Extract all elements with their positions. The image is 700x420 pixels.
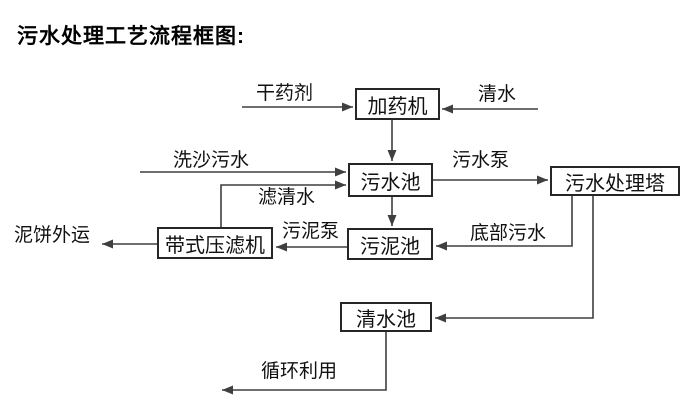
node-belt-filter-press: 带式压滤机 bbox=[157, 227, 273, 259]
flow-label-dry-chemical: 干药剂 bbox=[256, 83, 314, 104]
flow-label-sand-washing-sewage: 洗沙污水 bbox=[173, 150, 250, 171]
node-dosing-machine-label: 加药机 bbox=[367, 95, 428, 118]
arrow-recycling bbox=[222, 332, 387, 395]
arrow-bottom-sewage bbox=[436, 196, 573, 251]
node-dosing-machine: 加药机 bbox=[355, 88, 440, 120]
node-sewage-pool-label: 污水池 bbox=[360, 171, 421, 194]
flow-label-recycling: 循环利用 bbox=[261, 361, 338, 382]
node-belt-filter-press-label: 带式压滤机 bbox=[165, 234, 265, 257]
flow-label-mud-cake-outbound: 泥饼外运 bbox=[14, 225, 91, 246]
flow-label-bottom-sewage: 底部污水 bbox=[470, 223, 547, 244]
node-treatment-tower: 污水处理塔 bbox=[550, 166, 680, 196]
node-clear-water-pool: 清水池 bbox=[340, 302, 432, 332]
arrow-tower-to-clear-pool bbox=[435, 196, 594, 323]
diagram-title: 污水处理工艺流程框图: bbox=[17, 25, 245, 48]
flow-label-sewage-pump: 污水泵 bbox=[452, 150, 510, 171]
node-sludge-pool-label: 污泥池 bbox=[360, 235, 420, 258]
arrow-filtered-water bbox=[220, 180, 346, 227]
node-sewage-pool: 污水池 bbox=[348, 163, 433, 197]
flow-label-filtered-water: 滤清水 bbox=[258, 187, 316, 208]
flow-label-clear-water: 清水 bbox=[478, 84, 517, 105]
flow-label-sludge-pump: 污泥泵 bbox=[282, 221, 340, 242]
node-sludge-pool: 污泥池 bbox=[347, 228, 433, 260]
node-clear-water-pool-label: 清水池 bbox=[356, 308, 416, 331]
node-treatment-tower-label: 污水处理塔 bbox=[565, 172, 665, 195]
